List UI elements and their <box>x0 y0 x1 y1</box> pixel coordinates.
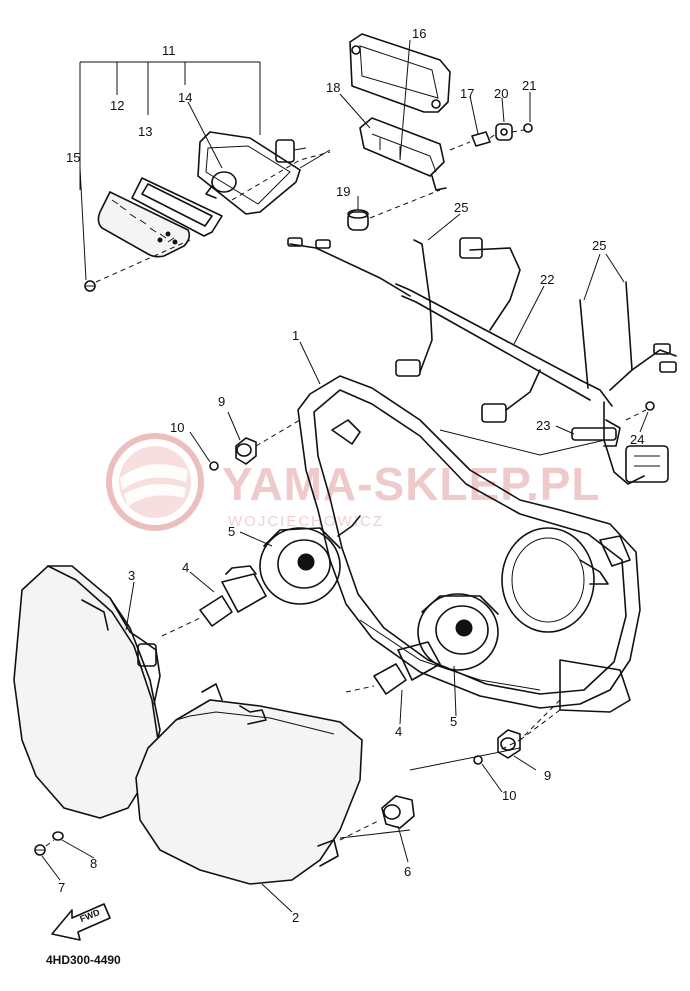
callout-14: 14 <box>178 90 192 105</box>
callout-5-lower: 5 <box>450 714 457 729</box>
callout-22: 22 <box>540 272 554 287</box>
bulb-socket-upper <box>259 515 361 605</box>
license-bracket-assembly <box>347 33 533 231</box>
screw-7-icon <box>34 844 46 856</box>
bulb-socket-lower <box>417 593 499 671</box>
callout-21: 21 <box>522 78 536 93</box>
callout-7: 7 <box>58 880 65 895</box>
watermark-logo-icon <box>106 433 204 531</box>
callout-19: 19 <box>336 184 350 199</box>
callout-10-upper: 10 <box>170 420 184 435</box>
watermark-sub: WOJCIECHOWICZ <box>228 513 384 530</box>
callout-25-right: 25 <box>592 238 606 253</box>
callout-20: 20 <box>494 86 508 101</box>
headlight-cover <box>135 683 363 885</box>
callout-4-upper: 4 <box>182 560 189 575</box>
screw-15-icon <box>84 280 96 292</box>
callout-11: 11 <box>162 43 176 58</box>
callout-24: 24 <box>630 432 644 447</box>
callout-10-lower: 10 <box>502 788 516 803</box>
callout-16: 16 <box>412 26 426 41</box>
fwd-label: FWD <box>78 907 101 924</box>
diagram-code: 4HD300-4490 <box>46 953 121 967</box>
leader-lines <box>41 39 649 913</box>
callout-4-lower: 4 <box>395 724 402 739</box>
callout-18: 18 <box>326 80 340 95</box>
grommet-19-icon <box>347 209 369 231</box>
callout-23: 23 <box>536 418 550 433</box>
callout-15: 15 <box>66 150 80 165</box>
headlight-bulb-lower <box>373 641 441 695</box>
turn-signal-housing <box>197 131 301 215</box>
turn-signal-assembly <box>79 61 331 292</box>
grommet-9-lower-icon <box>497 729 521 759</box>
screw-10-upper-icon <box>209 461 219 471</box>
lens-gasket <box>131 177 223 237</box>
screw-21-icon <box>523 123 533 133</box>
watermark-brand: YAMA-SKLEP.PL <box>222 458 601 510</box>
callout-6: 6 <box>404 864 411 879</box>
washer-8-icon <box>52 831 64 841</box>
wire-harness <box>287 237 677 485</box>
callout-17: 17 <box>460 86 474 101</box>
bolt-17-icon <box>471 131 491 147</box>
callout-25-left: 25 <box>454 200 468 215</box>
forward-arrow-icon: FWD <box>51 903 111 941</box>
watermark: YAMA-SKLEP.PL WOJCIECHOWICZ <box>106 433 601 531</box>
nut-20-icon <box>495 123 513 141</box>
callout-3: 3 <box>128 568 135 583</box>
callout-5-upper: 5 <box>228 524 235 539</box>
callout-9-upper: 9 <box>218 394 225 409</box>
headlight-body <box>297 375 641 751</box>
callout-labels: 1 2 3 4 4 5 5 6 7 8 9 9 10 10 11 12 13 1… <box>58 26 644 925</box>
callout-1: 1 <box>292 328 299 343</box>
grommet-9-upper-icon <box>235 437 257 465</box>
headlight-bulb-upper <box>199 565 267 627</box>
grommet-6-icon <box>381 795 415 829</box>
callout-2: 2 <box>292 910 299 925</box>
callout-12: 12 <box>110 98 124 113</box>
turn-signal-lens <box>97 190 191 258</box>
callout-9-lower: 9 <box>544 768 551 783</box>
callout-8: 8 <box>90 856 97 871</box>
callout-13: 13 <box>138 124 152 139</box>
